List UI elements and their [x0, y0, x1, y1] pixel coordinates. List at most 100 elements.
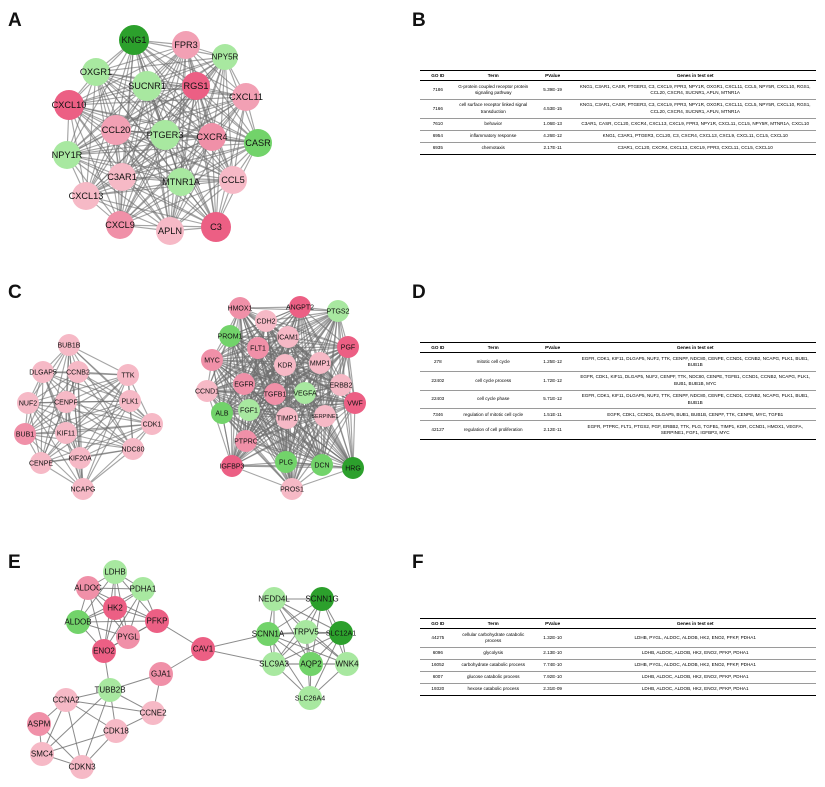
network-node[interactable]: NDC80: [122, 438, 145, 460]
node-circle[interactable]: [264, 383, 286, 405]
network-node[interactable]: MMP1: [309, 352, 331, 374]
network-node[interactable]: FGF1: [238, 399, 260, 421]
network-node[interactable]: CDK18: [103, 719, 129, 743]
network-node[interactable]: VWF: [344, 392, 366, 414]
network-node[interactable]: KDR: [274, 354, 296, 376]
node-circle[interactable]: [156, 217, 184, 245]
network-node[interactable]: PTGER3: [147, 120, 184, 150]
node-circle[interactable]: [256, 622, 280, 646]
node-circle[interactable]: [172, 31, 200, 59]
node-circle[interactable]: [233, 373, 255, 395]
network-node[interactable]: SLC12A1: [326, 621, 356, 645]
node-circle[interactable]: [309, 352, 331, 374]
node-circle[interactable]: [69, 447, 91, 469]
network-node[interactable]: ASPM: [27, 712, 51, 736]
network-node[interactable]: SUCNR1: [128, 71, 166, 101]
node-circle[interactable]: [232, 83, 260, 111]
node-circle[interactable]: [14, 423, 36, 445]
node-circle[interactable]: [92, 639, 116, 663]
node-circle[interactable]: [66, 610, 90, 634]
network-node[interactable]: C3AR1: [107, 163, 137, 191]
node-circle[interactable]: [327, 300, 349, 322]
node-circle[interactable]: [30, 452, 52, 474]
node-circle[interactable]: [201, 349, 223, 371]
node-circle[interactable]: [276, 407, 298, 429]
network-node[interactable]: SLC9A3: [259, 652, 289, 676]
network-node[interactable]: FPR3: [172, 31, 200, 59]
node-circle[interactable]: [314, 405, 336, 427]
node-circle[interactable]: [289, 296, 311, 318]
node-circle[interactable]: [298, 686, 322, 710]
network-node[interactable]: PYGL: [116, 625, 140, 649]
network-node[interactable]: ANGPT2: [286, 296, 314, 318]
network-node[interactable]: BUB1B: [58, 334, 81, 356]
node-circle[interactable]: [72, 182, 100, 210]
network-node[interactable]: TTK: [117, 364, 139, 386]
network-node[interactable]: KNG1: [119, 25, 149, 55]
network-node[interactable]: CXCL9: [105, 211, 135, 239]
node-circle[interactable]: [119, 390, 141, 412]
network-node[interactable]: NUF2: [17, 392, 39, 414]
node-circle[interactable]: [72, 478, 94, 500]
network-node[interactable]: SCNN1A: [252, 622, 285, 646]
node-circle[interactable]: [27, 712, 51, 736]
node-circle[interactable]: [330, 374, 352, 396]
network-node[interactable]: HMOX1: [228, 297, 253, 319]
network-node[interactable]: CCNA2: [52, 688, 80, 712]
network-node[interactable]: VEGFA: [293, 382, 317, 404]
network-node[interactable]: FLT1: [247, 337, 269, 359]
node-circle[interactable]: [55, 391, 77, 413]
node-circle[interactable]: [122, 438, 144, 460]
node-circle[interactable]: [167, 168, 195, 196]
node-circle[interactable]: [17, 392, 39, 414]
network-node[interactable]: RGS1: [182, 72, 210, 100]
network-node[interactable]: CASR: [244, 129, 272, 157]
network-node[interactable]: MYC: [201, 349, 223, 371]
node-circle[interactable]: [198, 123, 226, 151]
node-circle[interactable]: [67, 361, 89, 383]
node-circle[interactable]: [219, 166, 247, 194]
network-node[interactable]: BUB1: [14, 423, 36, 445]
network-node[interactable]: DLGAP5: [29, 361, 57, 383]
network-node[interactable]: LDHB: [103, 560, 127, 584]
network-node[interactable]: KIF20A: [68, 447, 92, 469]
network-node[interactable]: CXCR4: [196, 123, 228, 151]
network-node[interactable]: ICAM1: [277, 326, 299, 348]
node-circle[interactable]: [55, 422, 77, 444]
node-circle[interactable]: [229, 297, 251, 319]
network-node[interactable]: CCNE2: [139, 701, 167, 725]
network-node[interactable]: PLG: [275, 451, 297, 473]
network-node[interactable]: HK2: [103, 596, 127, 620]
node-circle[interactable]: [98, 678, 122, 702]
node-circle[interactable]: [275, 451, 297, 473]
network-node[interactable]: CXCL13: [69, 182, 104, 210]
node-circle[interactable]: [149, 662, 173, 686]
node-circle[interactable]: [58, 334, 80, 356]
node-circle[interactable]: [76, 576, 100, 600]
node-circle[interactable]: [191, 637, 215, 661]
node-circle[interactable]: [103, 560, 127, 584]
network-node[interactable]: CDKN3: [68, 755, 96, 779]
network-node[interactable]: PFKP: [145, 609, 169, 633]
network-node[interactable]: PTGS2: [327, 300, 350, 322]
node-circle[interactable]: [131, 577, 155, 601]
network-node[interactable]: OXGR1: [80, 58, 112, 86]
node-circle[interactable]: [277, 326, 299, 348]
network-node[interactable]: KIF11: [55, 422, 77, 444]
node-circle[interactable]: [238, 399, 260, 421]
network-node[interactable]: CENPE: [29, 452, 53, 474]
node-circle[interactable]: [212, 44, 238, 70]
node-circle[interactable]: [342, 457, 364, 479]
node-circle[interactable]: [310, 587, 334, 611]
network-node[interactable]: CXCL11: [229, 83, 263, 111]
node-circle[interactable]: [294, 382, 316, 404]
node-circle[interactable]: [30, 742, 54, 766]
node-circle[interactable]: [337, 336, 359, 358]
network-node[interactable]: DCN: [311, 454, 333, 476]
node-circle[interactable]: [108, 163, 136, 191]
network-node[interactable]: PDHA1: [130, 577, 157, 601]
node-circle[interactable]: [141, 701, 165, 725]
node-circle[interactable]: [262, 587, 286, 611]
network-node[interactable]: TRPV5: [293, 620, 319, 644]
node-circle[interactable]: [150, 120, 180, 150]
